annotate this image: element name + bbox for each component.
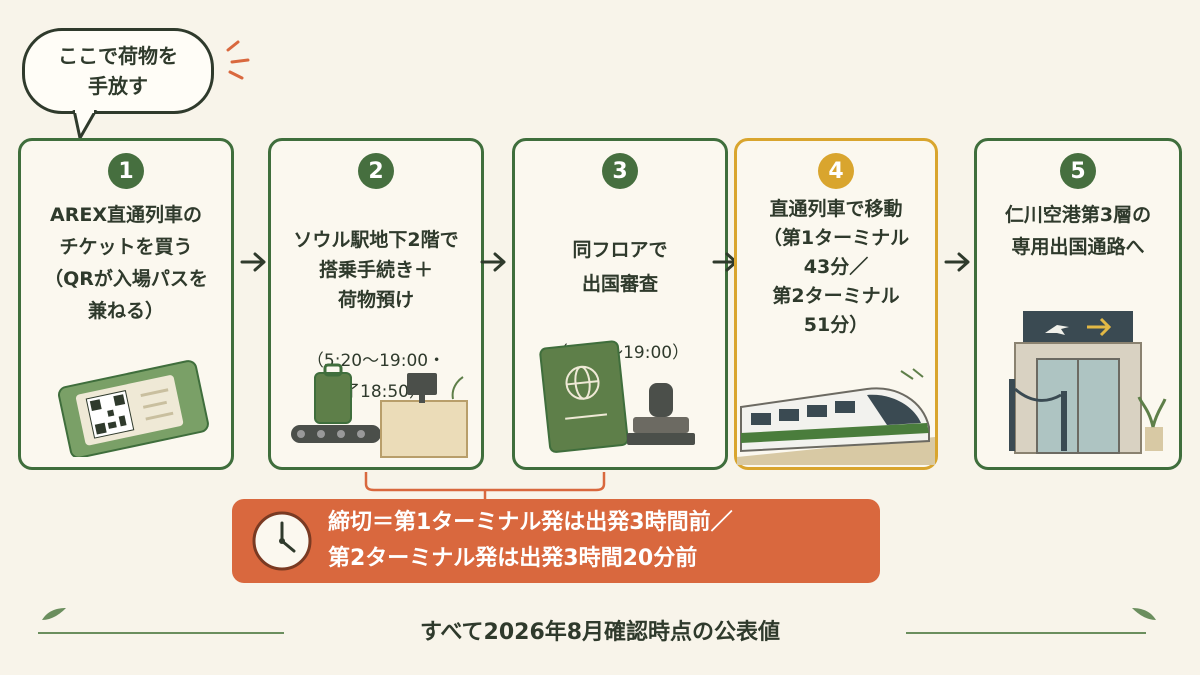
step-text-1: AREX直通列車の チケットを買う （QRが入場パスを 兼ねる）	[44, 204, 208, 322]
bracket-connector	[364, 472, 606, 500]
baggage-counter-icon	[291, 363, 468, 458]
clock-icon	[252, 511, 312, 571]
arrow-right-icon	[480, 252, 506, 272]
step-text-5: 仁川空港第3層の 専用出国通路へ	[1004, 204, 1152, 258]
footer-note: すべて2026年8月確認時点の公表値	[419, 620, 781, 645]
step-text-4: 直通列車で移動 （第1ターミナル 43分／ 第2ターミナル 51分）	[762, 198, 910, 336]
train-icon	[737, 368, 935, 465]
emphasis-lines-icon	[226, 40, 250, 80]
step-card-3: 3 同フロアで 出国審査 （5:30〜19:00）	[512, 138, 728, 470]
step-card-1: 1 AREX直通列車の チケットを買う （QRが入場パスを 兼ねる）	[18, 138, 234, 470]
speech-bubble: ここで荷物を 手放す	[22, 28, 214, 114]
leaf-sprig-icon	[1132, 608, 1156, 620]
step-number-3: 3	[602, 153, 638, 189]
step-number-1: 1	[108, 153, 144, 189]
departure-gate-icon	[1009, 311, 1167, 454]
step-number-4: 4	[818, 153, 854, 189]
step-number-5: 5	[1060, 153, 1096, 189]
step-card-2: 2 ソウル駅地下2階で 搭乗手続き＋ 荷物預け （5:20〜19:00・ 完了1…	[268, 138, 484, 470]
deadline-banner: 締切＝第1ターミナル発は出発3時間前／ 第2ターミナル発は出発3時間20分前	[232, 499, 880, 583]
passport-stamp-icon	[539, 340, 695, 453]
step-card-4: 4 直通列車で移動 （第1ターミナル 43分／ 第2ターミナル 51分）	[734, 138, 938, 470]
footer-divider-left	[38, 632, 284, 634]
arrow-right-icon	[240, 252, 266, 272]
deadline-text: 締切＝第1ターミナル発は出発3時間前／ 第2ターミナル発は出発3時間20分前	[328, 510, 733, 571]
step-card-5: 5 仁川空港第3層の 専用出国通路へ	[974, 138, 1182, 470]
footer-divider-right	[906, 632, 1146, 634]
step-title-2: ソウル駅地下2階で 搭乗手続き＋ 荷物預け	[293, 229, 459, 311]
leaf-sprig-icon	[42, 608, 66, 620]
step-title-3: 同フロアで 出国審査	[572, 239, 668, 295]
arrow-right-icon	[944, 252, 970, 272]
qr-ticket-icon	[57, 360, 209, 457]
step-number-2: 2	[358, 153, 394, 189]
